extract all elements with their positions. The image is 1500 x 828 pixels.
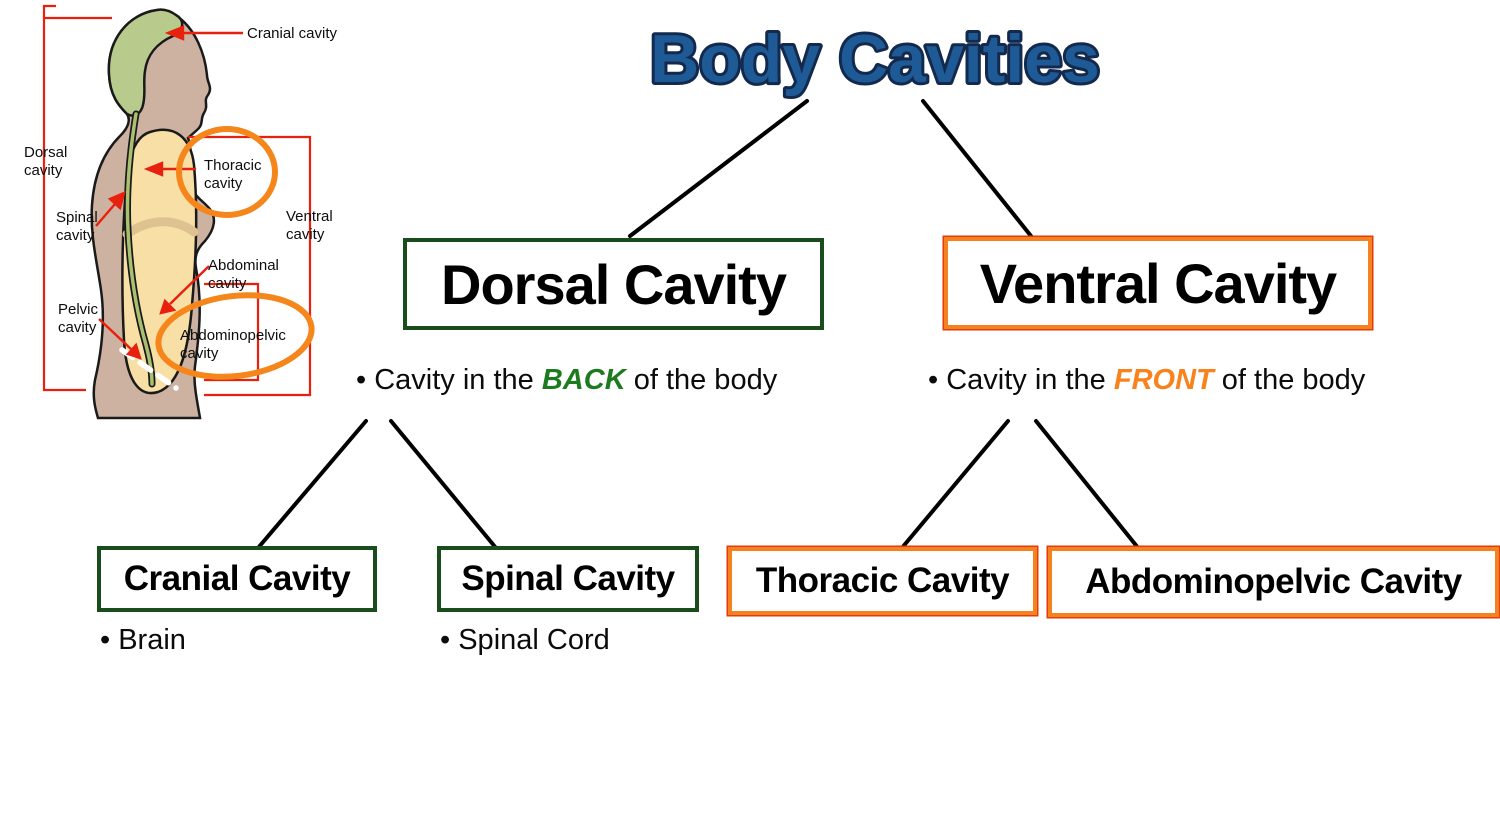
bullet-glyph: •	[440, 624, 451, 656]
figure-label-spinal-2: cavity	[56, 227, 95, 244]
figure-label-thoracic-1: Thoracic	[204, 157, 262, 174]
page-title: Body Cavities	[545, 10, 1205, 106]
diaphragm-arc	[122, 217, 199, 239]
dorsal-bullet-prefix: Cavity in the	[374, 364, 542, 396]
pelvic-arrow	[98, 318, 132, 350]
ventral-cavity-label: Ventral Cavity	[979, 251, 1337, 315]
connector-title-dorsal	[628, 99, 809, 238]
connector-dorsal-cranial	[256, 419, 368, 550]
figure-label-abdominopelvic-1: Abdominopelvic	[180, 327, 286, 344]
spinal-arrowhead	[107, 190, 126, 211]
abdominopelvic-bracket	[204, 282, 260, 382]
connector-title-ventral	[921, 99, 1033, 238]
figure-label-dorsal-1: Dorsal	[24, 144, 67, 161]
thoracic-cavity-label: Thoracic Cavity	[755, 561, 1010, 600]
figure-label-pelvic-1: Pelvic	[58, 301, 99, 318]
spinal-arrow	[95, 203, 116, 227]
abdominal-arrowhead	[159, 298, 177, 315]
dorsal-bracket-body	[42, 18, 86, 392]
dorsal-cavity-label: Dorsal Cavity	[441, 252, 787, 316]
spinal-cord-bullet-text: • Spinal Cord	[440, 624, 610, 657]
dorsal-bullet-highlight: BACK	[541, 364, 626, 396]
ventral-bullet-highlight: FRONT	[1113, 364, 1214, 396]
figure-label-thoracic-2: cavity	[204, 175, 243, 192]
connector-ventral-thoracic	[899, 419, 1010, 551]
dorsal-bullet-text: • Cavity in the BACK of the body	[356, 364, 777, 397]
thoracic-highlight-ring	[176, 126, 278, 218]
figure-label-ventral-1: Ventral	[286, 208, 333, 225]
ventral-bullet-suffix: of the body	[1213, 364, 1366, 396]
brain-bullet-text: • Brain	[100, 624, 186, 657]
connector-ventral-abdominopelvic	[1034, 419, 1141, 551]
figure-label-spinal-1: Spinal	[56, 209, 98, 226]
cranial-cavity-box: Cranial Cavity	[97, 546, 377, 612]
spinal-cavity-label: Spinal Cavity	[461, 559, 675, 598]
ventral-bracket	[188, 135, 312, 397]
thoracic-arrowhead	[143, 161, 164, 177]
title-svg: Body Cavities	[647, 18, 1103, 100]
ventral-cavity-box: Ventral Cavity	[944, 237, 1372, 329]
ventral-bullet-prefix: Cavity in the	[946, 364, 1114, 396]
dorsal-bullet-suffix: of the body	[625, 364, 778, 396]
ventral-bullet-text: • Cavity in the FRONT of the body	[928, 364, 1365, 397]
figure-label-pelvic-2: cavity	[58, 319, 97, 336]
figure-label-dorsal-2: cavity	[24, 162, 63, 179]
pelvic-arrowhead	[125, 342, 142, 360]
abdominopelvic-cavity-label: Abdominopelvic Cavity	[1085, 562, 1462, 601]
spinal-cord-bullet-label: Spinal Cord	[458, 624, 610, 656]
dorsal-bracket	[42, 4, 112, 20]
pelvic-divider-dashed-line	[119, 347, 179, 391]
figure-label-cranial: Cranial cavity	[247, 25, 338, 42]
figure-label-abdominal-1: Abdominal	[208, 257, 279, 274]
title-text: Body Cavities	[650, 21, 1100, 97]
brain-bullet-label: Brain	[118, 624, 186, 656]
figure-label-abdominopelvic-2: cavity	[180, 345, 219, 362]
bullet-glyph: •	[928, 364, 939, 396]
cranial-arrowhead	[164, 25, 185, 41]
figure-label-ventral-2: cavity	[286, 226, 325, 243]
dorsal-cavity-box: Dorsal Cavity	[403, 238, 824, 330]
figure-label-abdominal-2: cavity	[208, 275, 247, 292]
cranial-cavity-region	[107, 8, 184, 117]
thoracic-cavity-box: Thoracic Cavity	[728, 547, 1037, 615]
anatomy-figure: Cranial cavity Dorsal cavity Spinal cavi…	[0, 0, 372, 422]
anatomy-figure-svg: Cranial cavity Dorsal cavity Spinal cavi…	[24, 4, 338, 420]
abdominopelvic-cavity-box: Abdominopelvic Cavity	[1048, 547, 1499, 617]
bullet-glyph: •	[100, 624, 111, 656]
connector-dorsal-spinal	[389, 419, 498, 550]
cranial-cavity-label: Cranial Cavity	[123, 559, 351, 598]
spinal-canal	[125, 112, 154, 386]
abdominopelvic-highlight-ring	[155, 292, 315, 380]
bullet-glyph: •	[356, 364, 367, 396]
spinal-cavity-box: Spinal Cavity	[437, 546, 699, 612]
abdominal-arrow	[169, 265, 210, 305]
